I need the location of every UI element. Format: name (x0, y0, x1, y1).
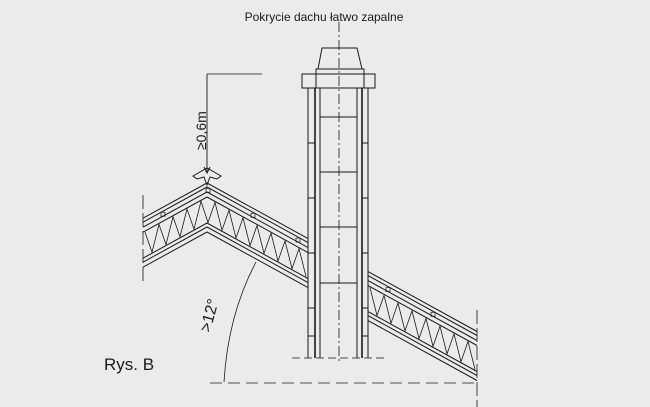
roof-layer-line (142, 222, 309, 279)
roof-batten (160, 211, 166, 217)
roof-layer-line (367, 275, 478, 336)
roof-layer-line (142, 196, 309, 253)
chimney-cap (301, 73, 376, 89)
roof-section (142, 182, 478, 381)
ridge-cap (192, 167, 222, 187)
insulation-pattern (144, 199, 307, 277)
roof-layer-line (367, 311, 478, 372)
chimney-crown (315, 68, 365, 89)
chimney-walls (307, 88, 369, 358)
roof-batten (295, 237, 301, 243)
roof-layer-line (142, 226, 309, 283)
angle-arc (223, 261, 257, 383)
roof-layer-line (367, 271, 478, 332)
roof-layer-line (142, 182, 309, 239)
dimension-arrow-icon (203, 166, 211, 175)
roof-layer-line (367, 320, 478, 381)
roof-layer-line (142, 191, 309, 248)
roof-layer-line (367, 280, 478, 341)
diagram-title: Pokrycie dachu łatwo zapalne (245, 10, 404, 24)
insulation-pattern (369, 287, 476, 370)
roof-batten (385, 287, 391, 292)
roof-batten (250, 212, 256, 218)
roof-layer-line (367, 315, 478, 376)
chimney-top (317, 47, 363, 70)
roof-batten (205, 188, 211, 193)
roof-layer-line (142, 186, 309, 243)
roof-batten (430, 311, 436, 317)
angle-label: >12° (197, 297, 222, 334)
roof-layer-line (367, 285, 478, 346)
dimension-label: ≥0,6m (193, 111, 209, 150)
roof-layer-line (142, 231, 309, 288)
chimney-segments (308, 116, 368, 337)
figure-label: Rys. B (104, 355, 154, 374)
